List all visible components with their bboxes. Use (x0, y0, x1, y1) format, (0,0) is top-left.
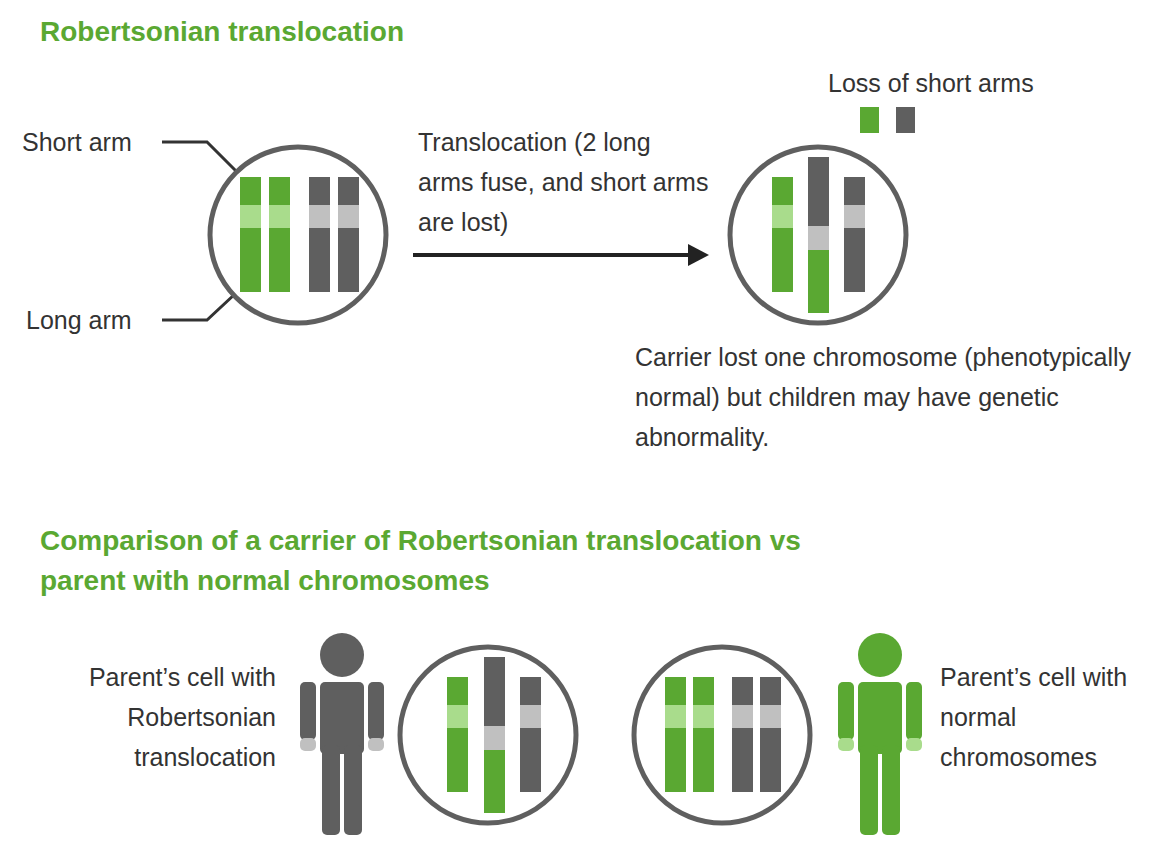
centromere (484, 726, 505, 751)
person-leg (882, 745, 900, 835)
normal-parent-figure (838, 633, 922, 835)
person-leg (322, 745, 340, 835)
person-arm (838, 682, 854, 740)
centromere (760, 705, 781, 728)
fused-chromosome (484, 657, 505, 727)
fused-chromosome (808, 250, 829, 313)
chromosome-set (447, 657, 541, 813)
process-arrow (413, 253, 690, 257)
chromosome (665, 677, 686, 792)
person-arm (368, 682, 384, 740)
lost-short-arm (860, 107, 879, 133)
note-label: Loss of short arms (828, 63, 1034, 103)
chromosome (338, 177, 359, 292)
chromosome (772, 177, 793, 292)
part-label: Short arm (22, 122, 132, 162)
chromosome (447, 677, 468, 792)
centromere (808, 226, 829, 251)
process-label: Translocation (2 long arms fuse, and sho… (418, 122, 710, 242)
chromosome-set (665, 677, 781, 792)
centromere (520, 705, 541, 728)
chromosome (240, 177, 261, 292)
cell-circle (634, 647, 810, 823)
centromere (693, 705, 714, 728)
lost-short-arm (896, 107, 915, 133)
figure-label: Parent’s cell with normal chromosomes (940, 657, 1168, 777)
person-body (858, 682, 902, 754)
person-arm (906, 682, 922, 740)
person-hand (906, 738, 922, 751)
centromere (309, 205, 330, 228)
chromosome-set (772, 157, 865, 313)
person-hand (300, 738, 316, 751)
chromosome (520, 677, 541, 792)
chromosome (309, 177, 330, 292)
centromere (772, 205, 793, 228)
centromere (732, 705, 753, 728)
note-label: Carrier lost one chromosome (phenotypica… (635, 337, 1135, 457)
fused-chromosome (808, 157, 829, 227)
person-arm (300, 682, 316, 740)
centromere (338, 205, 359, 228)
chromosome (269, 177, 290, 292)
person-hand (838, 738, 854, 751)
figure-label: Parent’s cell with Robertsonian transloc… (46, 657, 276, 777)
chromosome (732, 677, 753, 792)
person-head (858, 633, 902, 677)
cell-circle (210, 147, 386, 323)
cell-circle (730, 147, 906, 323)
cell-circle (400, 647, 576, 823)
person-leg (344, 745, 362, 835)
centromere (240, 205, 261, 228)
person-body (320, 682, 364, 754)
person-leg (860, 745, 878, 835)
section-heading: Comparison of a carrier of Robertsonian … (40, 521, 850, 601)
centromere (447, 705, 468, 728)
part-label: Long arm (26, 300, 132, 340)
centromere (844, 205, 865, 228)
carrier-parent-figure (300, 633, 384, 835)
centromere (665, 705, 686, 728)
centromere (269, 205, 290, 228)
chromosome (844, 177, 865, 292)
chromosome (760, 677, 781, 792)
arrow-head (688, 244, 709, 266)
person-head (320, 633, 364, 677)
chromosome-set (240, 177, 359, 292)
person-hand (368, 738, 384, 751)
title: Robertsonian translocation (40, 12, 404, 52)
fused-chromosome (484, 750, 505, 813)
chromosome (693, 677, 714, 792)
